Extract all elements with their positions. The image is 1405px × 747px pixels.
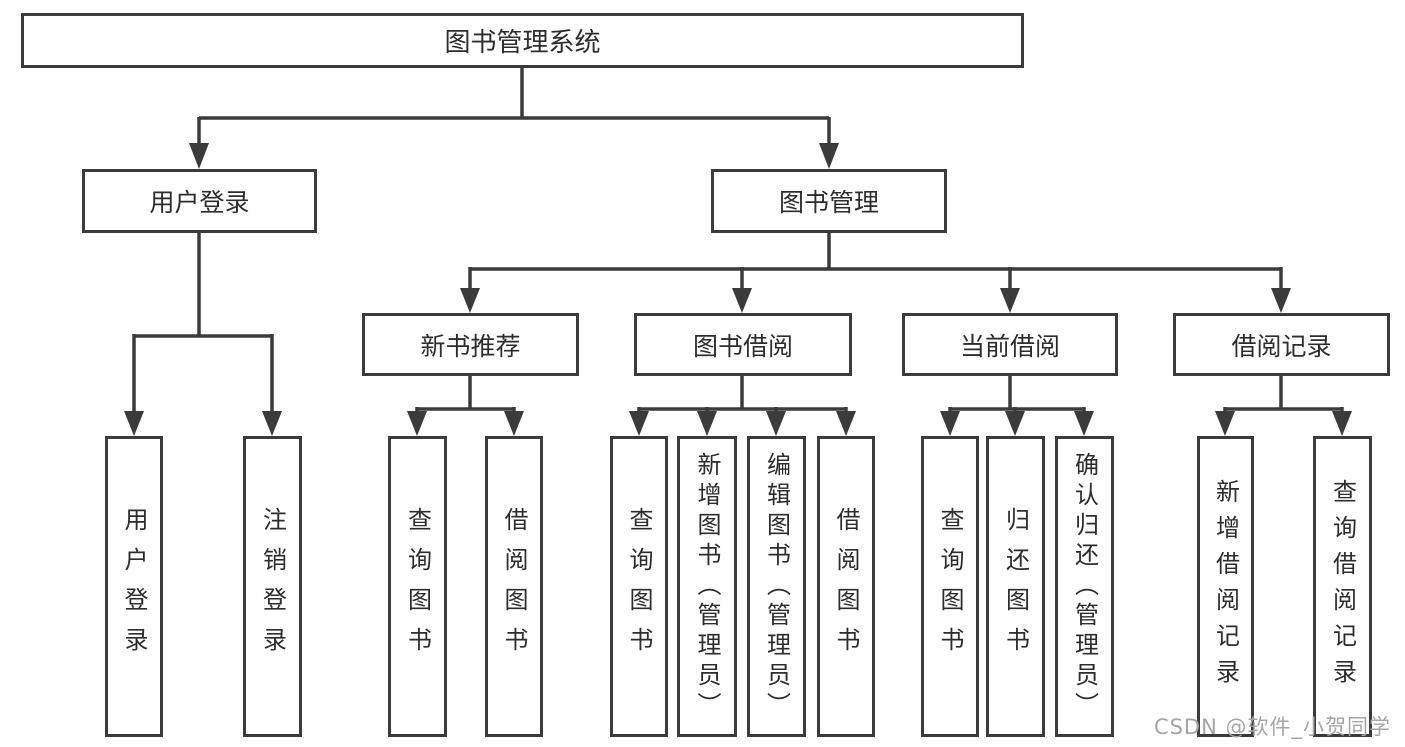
node-book-borrowing: 图书借阅 [634, 313, 852, 376]
leaf-current-query-books: 查询图书 [921, 436, 979, 737]
leaf-borrowing-edit-books-admin: 编辑图书（管理员） [747, 436, 806, 737]
csdn-watermark: CSDN @软件_小贺同学 [1153, 715, 1391, 739]
arrow-down-icons [124, 143, 1352, 436]
leaf-borrowing-query-books: 查询图书 [610, 436, 668, 737]
node-current-borrowing: 当前借阅 [902, 313, 1118, 376]
leaf-recommend-borrow-books: 借阅图书 [485, 436, 543, 737]
node-borrowing-records: 借阅记录 [1173, 313, 1390, 376]
node-user-login: 用户登录 [82, 169, 317, 233]
leaf-current-return-books: 归还图书 [986, 436, 1045, 737]
leaf-borrowing-add-books-admin: 新增图书（管理员） [677, 436, 737, 737]
leaf-logout: 注销登录 [243, 436, 302, 737]
leaf-current-confirm-return-admin: 确认归还（管理员） [1055, 436, 1114, 737]
node-library-system: 图书管理系统 [21, 13, 1024, 68]
node-new-book-recommend: 新书推荐 [362, 313, 579, 376]
leaf-user-login: 用户登录 [105, 436, 163, 737]
leaf-records-add-record: 新增借阅记录 [1197, 436, 1254, 737]
leaf-recommend-query-books: 查询图书 [388, 436, 447, 737]
leaf-borrowing-borrow-books: 借阅图书 [817, 436, 875, 737]
node-book-management: 图书管理 [711, 169, 947, 233]
leaf-records-query-record: 查询借阅记录 [1313, 436, 1372, 737]
